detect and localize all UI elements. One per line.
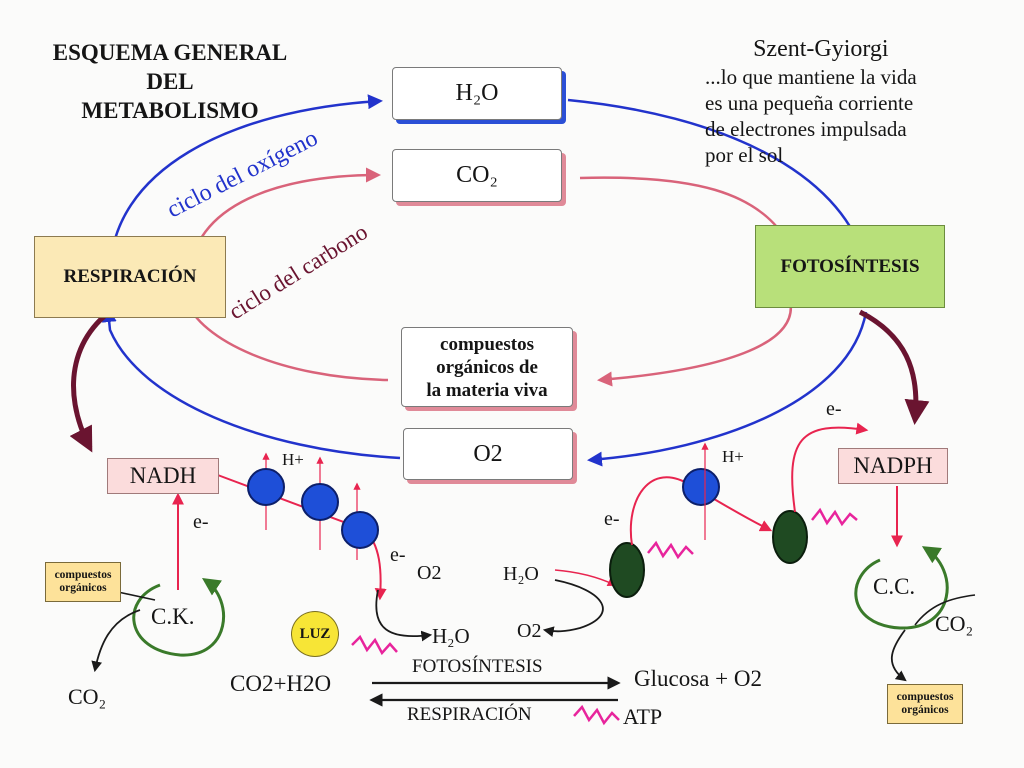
equation-reactants: CO2+H2O [230,671,332,696]
carbon-cycle-arrow-bottom-right [597,299,793,387]
ciclo-oxigeno-label: ciclo del oxígeno [163,125,322,223]
krebs-cycle-label: C.K. [151,604,195,629]
equation-backward-label: RESPIRACIÓN [407,704,532,725]
equation-products: Glucosa + O2 [634,666,762,691]
electron-label-top: e- [826,398,842,420]
carrier-blue-3 [341,511,379,549]
compuestos-to-krebs-line [117,591,156,601]
carrier-blue-4 [682,468,720,506]
szent-gyiorgi-quote: Szent-Gyiorgi ...lo que mantiene la vida… [705,36,917,167]
calvin-cycle-ring [854,546,949,630]
diagram-title: ESQUEMA GENERAL DEL METABOLISMO [52,40,288,123]
o2-chain-label: O2 [417,562,442,584]
electron-label-nadh: e- [193,511,209,533]
light-zigzag-1 [647,540,694,560]
compuestos-organicos-right-box: compuestos orgánicos [887,684,963,724]
h2o-chain-label: H₂O [432,624,470,648]
water-to-ps-arrow [554,569,617,587]
water-split-arrow [542,579,604,637]
carrier-blue-1 [247,468,285,506]
equation-forward-label: FOTOSÍNTESIS [412,656,543,677]
ciclo-carbono-label: ciclo del carbono [224,219,372,324]
krebs-to-co2-arrow [91,609,141,673]
fotosintesis-box: FOTOSÍNTESIS [755,225,945,308]
electron-label-chain: e- [390,544,406,566]
fotosintesis-to-nadph-arrow [858,309,930,425]
ps2-electron-arrow [791,422,869,513]
light-zigzag-4 [573,704,620,726]
light-zigzag-3 [351,634,398,656]
photosystem-green-2 [772,510,808,564]
co2-left-label: CO₂ [68,684,107,709]
o2-box: O2 [403,428,573,480]
hplus-label-right: H+ [722,447,744,466]
co2-right-label: CO₂ [935,611,974,636]
calvin-to-compuestos-arrow [890,629,907,682]
co2-to-calvin-line [914,594,976,626]
krebs-cycle-ring [132,577,226,657]
atp-label: ATP [623,704,663,729]
compuestos-organicos-box: compuestos orgánicos de la materia viva [401,327,573,407]
carrier-blue-2 [301,483,339,521]
compuestos-organicos-left-box: compuestos orgánicos [45,562,121,602]
light-zigzag-2 [811,507,858,527]
nadh-box: NADH [107,458,219,494]
h2o-right-label: H₂O [503,563,539,585]
luz-sun: LUZ [291,611,339,657]
h2o-box: H₂O [392,67,562,120]
nadph-box: NADPH [838,448,948,484]
co2-box: CO₂ [392,149,562,202]
oxygen-cycle-arrow-bottom-right [587,311,868,467]
oxygen-cycle-arrow-top [108,94,383,276]
photosystem-green-1 [609,542,645,598]
oxygen-cycle-arrow-bottom-left [101,307,401,460]
o2-right-label: O2 [517,620,542,642]
respiracion-box: RESPIRACIÓN [34,236,226,318]
hplus-label-left: H+ [282,450,304,469]
electron-label-photo: e- [604,508,620,530]
calvin-cycle-label: C.C. [873,574,916,599]
respiracion-to-nadh-arrow [69,297,130,453]
oxygen-to-water-arrow [375,589,433,642]
